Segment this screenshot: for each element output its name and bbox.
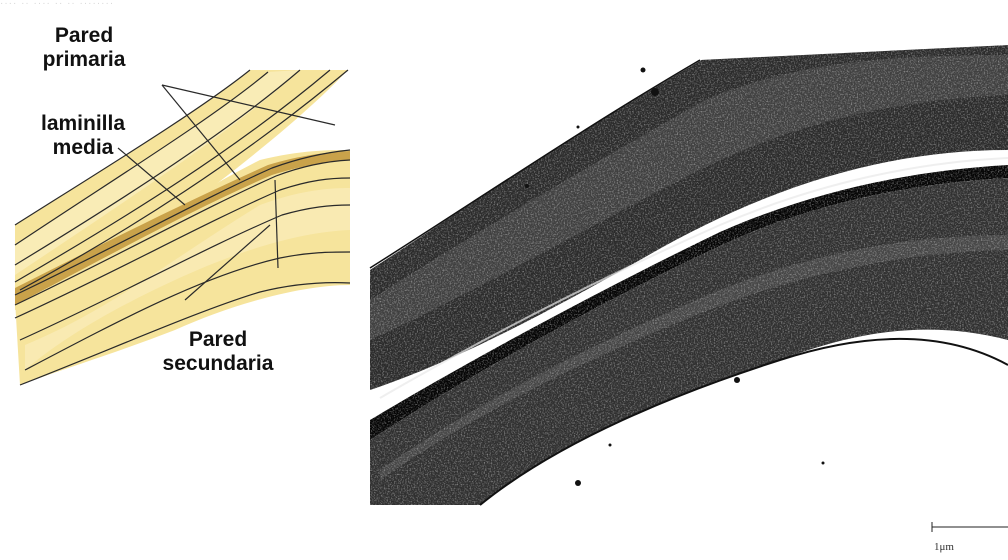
electron-micrograph bbox=[360, 40, 1008, 520]
scale-bar-label: 1μm bbox=[934, 541, 954, 553]
label-laminilla-media: laminilla media bbox=[18, 112, 148, 160]
label-pared-secundaria: Pared secundaria bbox=[148, 328, 288, 376]
label-pared-primaria: Pared primaria bbox=[34, 24, 134, 72]
scale-bar bbox=[932, 522, 1008, 532]
